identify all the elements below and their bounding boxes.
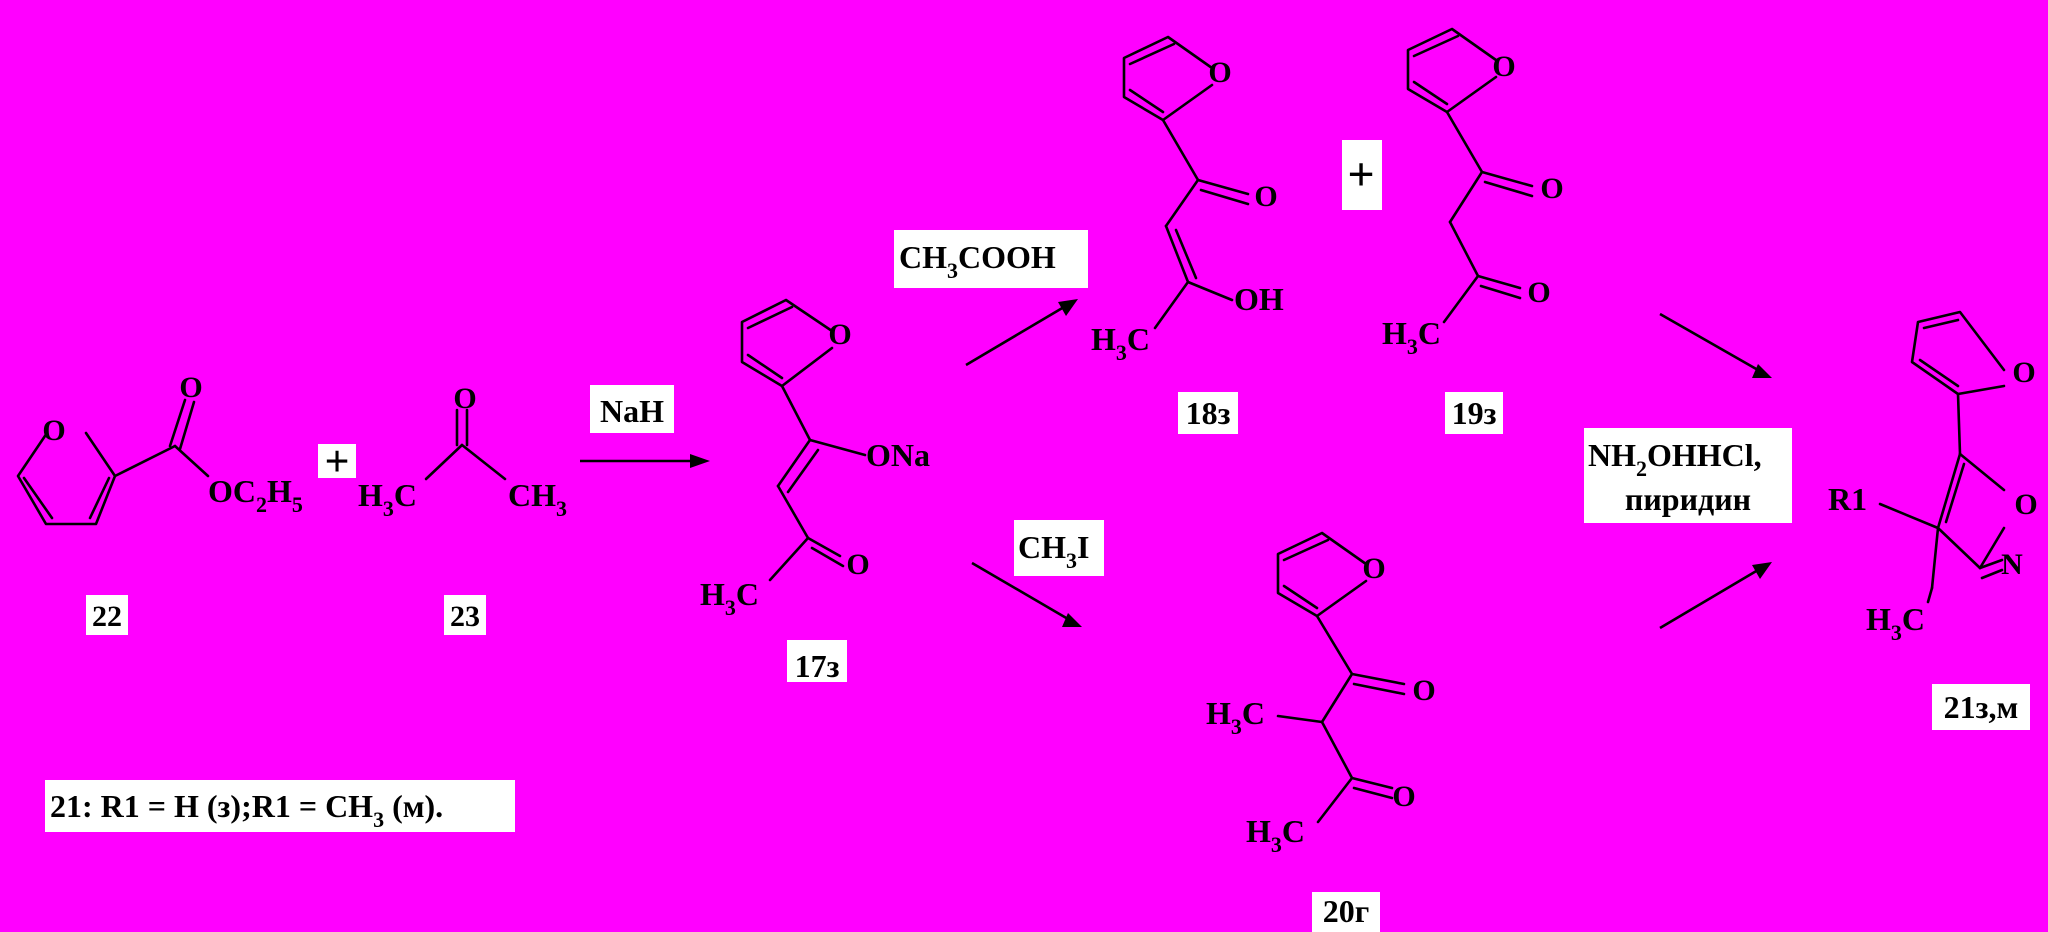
arrowhead-mei — [1062, 613, 1082, 627]
compound-19-structure: O O O H3C — [1382, 27, 1564, 359]
atom-o-ring-17: O — [828, 318, 851, 351]
atom-o-ring-20: O — [1362, 552, 1385, 585]
atom-o-carbonyl-17: O — [846, 548, 869, 581]
compound-label-22: 22 — [92, 600, 122, 633]
atom-o-carbonyl-20b: O — [1392, 780, 1415, 813]
group-h3c-17: H3C — [700, 576, 759, 620]
group-h3c-19: H3C — [1382, 315, 1441, 359]
compound-label-17: 17з — [795, 648, 840, 684]
arrow-mei — [971, 561, 1069, 621]
group-oc2h5-22: OC2H5 — [208, 473, 303, 517]
compound-label-19: 19з — [1452, 395, 1497, 431]
compound-18-structure: O O OH H3C — [1091, 35, 1284, 365]
compound-22-structure: O O OC2H5 — [16, 371, 303, 526]
compound-label-23: 23 — [450, 600, 480, 633]
atom-o-carbonyl-18: O — [1254, 180, 1277, 213]
atom-o-23: O — [453, 382, 476, 415]
compound-20-structure: O O O H3C H3C — [1206, 531, 1436, 857]
atom-o-carbonyl-19a: O — [1540, 172, 1563, 205]
legend-r1-definition: 21: R1 = H (з);R1 = CH3 (м). — [50, 788, 443, 832]
reagent-acetic: CH3COOH — [899, 239, 1056, 283]
arrow-acetic — [965, 305, 1065, 367]
group-h3c-20b: H3C — [1246, 813, 1305, 857]
atom-o-carbonyl-22: O — [179, 371, 202, 404]
reagent-mei: CH3I — [1018, 529, 1089, 573]
atom-o-furan-21: O — [2012, 356, 2035, 389]
group-h3c-23: H3C — [358, 477, 417, 521]
group-h3c-20a: H3C — [1206, 695, 1265, 739]
group-h3c-21: H3C — [1866, 601, 1925, 645]
plus-sign-1: + — [324, 437, 349, 486]
compound-label-20: 20г — [1323, 893, 1370, 929]
arrowhead-to-21-lower — [1752, 562, 1772, 579]
atom-o-ring-18: O — [1208, 56, 1231, 89]
compound-23-structure: O H3C CH3 — [358, 382, 567, 521]
compound-21-structure: O O N R1 H3C — [1828, 310, 2038, 645]
reagent-nah: NaH — [600, 393, 664, 429]
substituent-r1-21: R1 — [1828, 481, 1867, 517]
atom-o-ring-19: O — [1492, 50, 1515, 83]
compound-label-18: 18з — [1186, 395, 1231, 431]
plus-sign-2: + — [1347, 148, 1374, 201]
group-ch3-23: CH3 — [508, 477, 567, 521]
compound-17-structure: O ONa O H3C — [700, 298, 930, 620]
compound-label-21: 21з,м — [1944, 689, 2019, 725]
atom-o-carbonyl-19b: O — [1527, 276, 1550, 309]
label-backgrounds — [45, 140, 2030, 932]
arrowhead-acetic — [1058, 299, 1078, 316]
group-oh-18: OH — [1234, 281, 1284, 317]
reagent-pyridine: пиридин — [1625, 481, 1751, 517]
arrow-to-21-lower — [1659, 568, 1759, 630]
arrow-to-21-upper — [1659, 312, 1759, 372]
group-ona-17: ONa — [866, 437, 930, 473]
reagent-hydroxylamine: NH2OHHCl, — [1588, 437, 1762, 481]
arrowhead-nah — [690, 454, 710, 468]
group-h3c-18: H3C — [1091, 321, 1150, 365]
atom-o-ring-22: O — [42, 414, 65, 447]
arrowhead-to-21-upper — [1752, 364, 1772, 378]
atom-o-isoxazole-21: O — [2014, 488, 2037, 521]
atom-o-carbonyl-20a: O — [1412, 674, 1435, 707]
atom-n-isoxazole-21: N — [2001, 548, 2023, 581]
